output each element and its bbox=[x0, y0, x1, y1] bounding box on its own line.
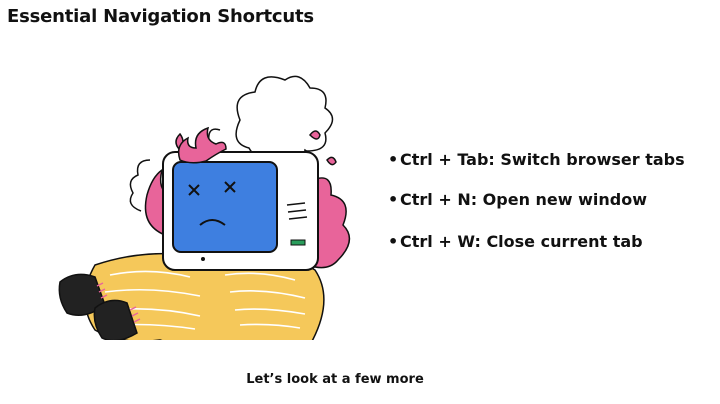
list-item: •Ctrl + N: Open new window bbox=[388, 190, 647, 209]
dead-eyes-icon bbox=[188, 181, 236, 196]
shoe-icon bbox=[58, 273, 138, 340]
slide-caption: Let’s look at a few more bbox=[246, 372, 424, 387]
shortcut-text: Ctrl + W: Close current tab bbox=[400, 232, 643, 251]
bullet-glyph: • bbox=[388, 232, 399, 251]
bullet-glyph: • bbox=[388, 190, 399, 209]
computer-icon bbox=[162, 151, 319, 271]
bullet-glyph: • bbox=[388, 150, 399, 169]
shortcut-text: Ctrl + N: Open new window bbox=[400, 190, 648, 209]
broken-computer-illustration bbox=[58, 75, 351, 340]
flame-icon bbox=[177, 126, 227, 164]
list-item: •Ctrl + W: Close current tab bbox=[388, 232, 643, 251]
slide-title: Essential Navigation Shortcuts bbox=[7, 6, 314, 27]
sad-mouth-icon bbox=[199, 219, 226, 226]
power-indicator-icon bbox=[290, 239, 306, 246]
list-item: •Ctrl + Tab: Switch browser tabs bbox=[388, 150, 685, 169]
shortcut-text: Ctrl + Tab: Switch browser tabs bbox=[400, 150, 685, 169]
